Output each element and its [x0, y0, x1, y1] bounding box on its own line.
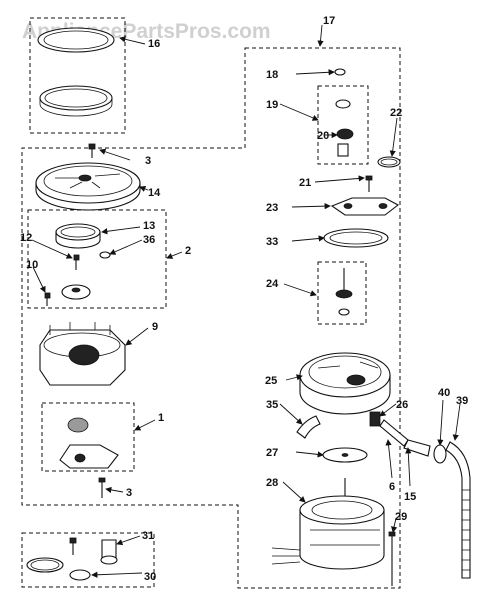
callout-27: 27	[266, 447, 278, 459]
callout-15: 15	[404, 491, 416, 503]
callout-31: 31	[142, 530, 154, 542]
callout-2: 2	[185, 245, 191, 257]
callout-10: 10	[26, 259, 38, 271]
callout-24: 24	[266, 278, 279, 290]
callout-28: 28	[266, 477, 278, 489]
part-16-seal-rings	[29, 17, 126, 134]
part-3-screw-upper	[88, 143, 96, 158]
callout-29: 29	[395, 511, 407, 523]
part-35-elbow-hose	[296, 415, 321, 439]
callout-26: 26	[396, 399, 408, 411]
part-19-motor-shaft-assembly	[317, 68, 369, 165]
part-1-filter-assembly	[41, 402, 135, 472]
part-6-15-check-valve	[379, 419, 431, 457]
callout-36: 36	[143, 234, 155, 246]
part-27-seal-disk	[322, 447, 368, 463]
part-33-gasket	[323, 228, 389, 248]
part-24-impeller-shaft	[317, 261, 367, 325]
part-9-pump-housing	[39, 322, 126, 386]
part-28-motor	[271, 478, 385, 570]
callout-17: 17	[323, 15, 335, 27]
part-26-clip	[369, 411, 381, 427]
pump-assembly-boundary	[21, 47, 401, 589]
callout-3-upper: 3	[145, 155, 151, 167]
callout-21: 21	[299, 177, 311, 189]
part-23-mount-plate	[330, 197, 400, 216]
part-29-bolt	[388, 531, 396, 586]
part-2-chopper-assembly	[27, 209, 167, 309]
callout-1: 1	[158, 412, 164, 424]
part-22-ring	[377, 156, 401, 168]
part-3-screw-lower	[98, 477, 106, 498]
part-25-pump-body	[299, 352, 391, 415]
callout-6: 6	[389, 481, 395, 493]
callout-39: 39	[456, 395, 468, 407]
callout-23: 23	[266, 202, 278, 214]
leader-lines	[31, 24, 461, 578]
part-21-screw	[365, 175, 373, 192]
callout-19: 19	[266, 99, 278, 111]
callout-9: 9	[152, 321, 158, 333]
callout-20: 20	[317, 130, 329, 142]
part-39-drain-hose	[445, 441, 471, 579]
callout-16: 16	[148, 38, 160, 50]
part-40-clamp	[433, 444, 447, 464]
part-14-impeller-plate	[35, 162, 141, 211]
callout-35: 35	[266, 399, 278, 411]
callout-40: 40	[438, 387, 450, 399]
part-30-31-kit	[21, 532, 155, 588]
callout-25: 25	[265, 375, 277, 387]
callout-14: 14	[148, 187, 161, 199]
callout-18: 18	[266, 69, 278, 81]
callout-33: 33	[266, 236, 278, 248]
callout-13: 13	[143, 220, 155, 232]
callout-3-lower: 3	[126, 487, 132, 499]
callout-labels: 16 3 14 13 36 2 12 10 9 1 3 31 30 17 18 …	[20, 15, 468, 583]
callout-22: 22	[390, 107, 402, 119]
callout-12: 12	[20, 232, 32, 244]
callout-30: 30	[144, 571, 156, 583]
